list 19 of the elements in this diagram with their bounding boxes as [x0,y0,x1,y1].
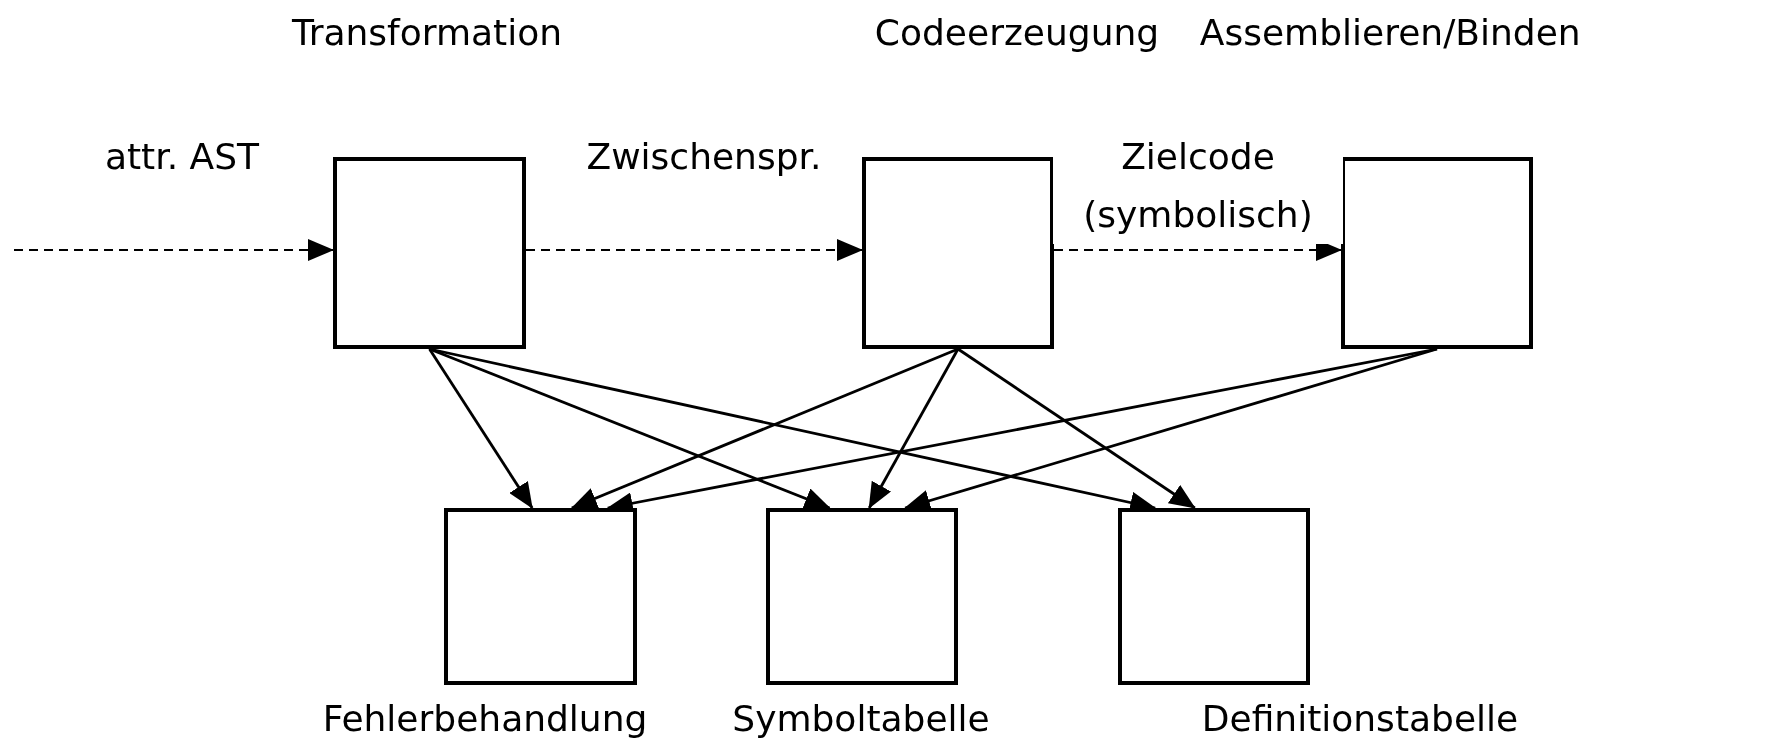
arrow [13,239,334,261]
arrow [957,347,1196,510]
arrow [570,347,959,510]
stage-heading: Fehlerbehandlung [322,697,648,741]
process-box [1341,157,1533,349]
process-box [862,157,1054,349]
arrow [429,347,831,510]
process-box [444,508,637,685]
process-box [333,157,526,349]
stage-heading: Symboltabelle [732,697,990,741]
stage-heading: Definitionstabelle [1201,697,1519,741]
stage-heading: Codeerzeugung [874,11,1160,55]
arrow [428,348,534,509]
stage-heading: Assemblieren/Binden [1199,11,1581,55]
arrow [867,348,960,509]
stage-heading: Transformation [291,11,563,55]
arrow [525,239,863,261]
process-box [1118,508,1310,685]
process-box [766,508,958,685]
